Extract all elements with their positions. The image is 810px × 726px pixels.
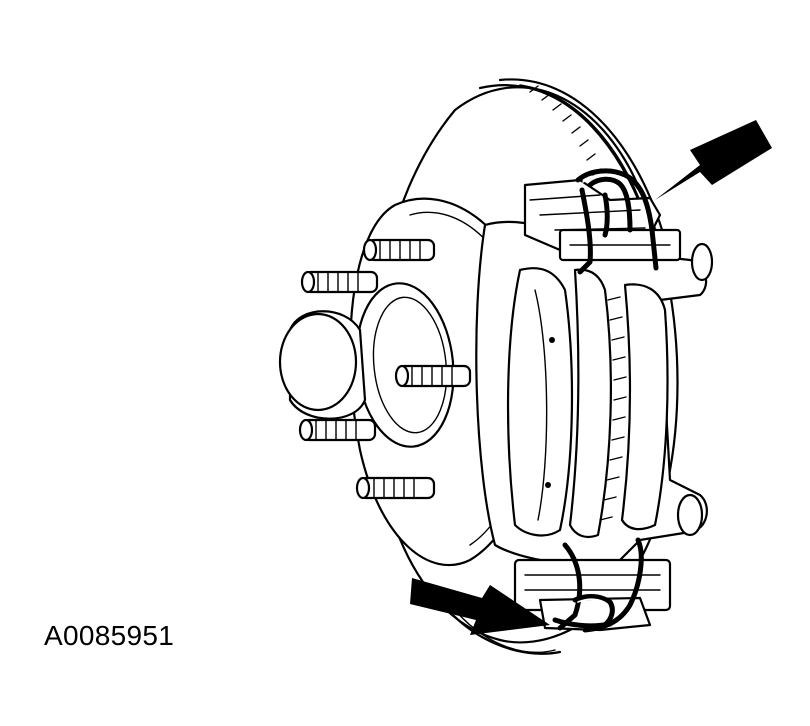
upper-spring-clips <box>575 168 659 275</box>
arrow-upper-clips-icon <box>655 120 772 200</box>
lower-spring-clips <box>552 537 644 633</box>
brake-pads <box>506 267 669 539</box>
wheel-studs <box>298 238 472 500</box>
arrow-lower-clips-icon <box>410 578 550 635</box>
figure-id-label: A0085951 <box>44 620 175 651</box>
